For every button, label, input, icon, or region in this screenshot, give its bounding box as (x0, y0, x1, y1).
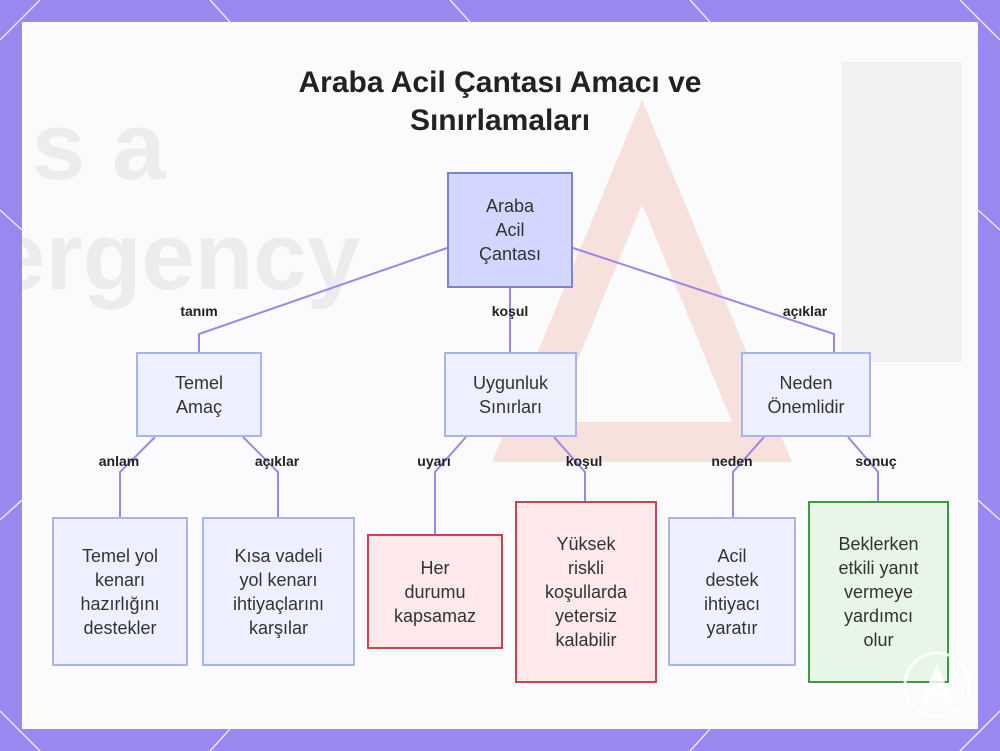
node-limits-b-line: kalabilir (555, 630, 617, 650)
node-purpose-b-line: karşılar (248, 617, 308, 638)
node-limits-line: Uygunluk (472, 372, 549, 393)
node-not-every-situation: Her durumu kapsamaz (367, 534, 503, 649)
node-root-line: Araba (485, 196, 535, 216)
node-importance-b-line: etkili yanıt (838, 558, 919, 578)
node-importance-a-line: ihtiyacı (703, 593, 761, 614)
node-limits-b-line: riskli (567, 558, 604, 578)
node-limits-a-line: kapsamaz (393, 605, 477, 626)
node-purpose-a-line: hazırlığını (80, 593, 160, 614)
title-line-2: Sınırlamaları (409, 104, 591, 137)
node-purpose-line: Amaç (175, 396, 222, 417)
node-limits-b-line: koşullarda (544, 582, 628, 602)
edge-label-limits-b: koşul (565, 453, 603, 469)
node-car-emergency-kit: Araba Acil Çantası (447, 172, 573, 288)
warning-triangle-watermark (492, 62, 962, 462)
node-insufficient-high-risk: Yüksek riskli koşullarda yetersiz kalabi… (515, 501, 657, 683)
edge-label-root-limits: koşul (491, 303, 529, 319)
node-why-important: Neden Önemlidir (741, 352, 871, 437)
node-purpose-line: Temel (174, 372, 223, 393)
node-root-line: Acil (495, 220, 525, 240)
edge-purpose-a (119, 436, 156, 517)
node-purpose-a-line: kenarı (94, 569, 145, 590)
diagram-edges (119, 247, 879, 534)
node-short-term-needs: Kısa vadeli yol kenarı ihtiyaçlarını kar… (202, 517, 355, 666)
node-importance-line: Neden (779, 372, 833, 393)
title-line-1: Araba Acil Çantası Amacı ve (298, 66, 702, 99)
edge-root-importance (572, 247, 835, 352)
node-purpose-b-line: yol kenarı (239, 569, 318, 590)
node-limits-a-line: Her (420, 557, 450, 578)
background-watermark-line-2: ergency (22, 203, 361, 310)
node-purpose-b-line: ihtiyaçlarını (232, 593, 325, 614)
node-limits-b-line: Yüksek (556, 534, 616, 554)
edge-label-purpose-b: açıklar (254, 453, 300, 469)
node-root-line: Çantası (478, 244, 542, 264)
node-importance-line: Önemlidir (767, 396, 845, 417)
node-importance-b-line: yardımcı (843, 606, 913, 626)
node-purpose-a-line: destekler (83, 617, 157, 638)
page-title: Araba Acil Çantası Amacı ve Sınırlamalar… (22, 64, 978, 140)
edge-label-importance-b: sonuç (855, 453, 897, 469)
edge-limits-a (434, 436, 467, 534)
edge-root-purpose (198, 247, 448, 352)
node-helps-effective-response: Beklerken etkili yanıt vermeye yardımcı … (808, 501, 949, 683)
brand-logo-icon (903, 651, 971, 719)
node-purpose-b-line: Kısa vadeli (234, 545, 323, 566)
node-importance-a-line: yaratır (706, 617, 758, 638)
diagram-card: s a ergency Araba Acil Çantası Amacı ve … (22, 22, 978, 729)
node-creates-support-need: Acil destek ihtiyacı yaratır (668, 517, 796, 666)
edge-importance-a (732, 436, 765, 517)
background-watermark-line-1: s a (32, 93, 166, 200)
node-suitability-limits: Uygunluk Sınırları (444, 352, 577, 437)
node-limits-line: Sınırları (478, 396, 542, 417)
node-limits-a-line: durumu (404, 581, 466, 602)
node-importance-a-line: Acil (717, 545, 747, 566)
node-purpose-a-line: Temel yol (81, 545, 158, 566)
edge-label-root-purpose: tanım (180, 303, 218, 319)
edge-label-limits-a: uyarı (417, 453, 451, 469)
node-limits-b-line: yetersiz (554, 606, 617, 626)
edge-label-importance-a: neden (711, 453, 753, 469)
edge-importance-b (847, 436, 879, 501)
node-importance-b-line: olur (863, 630, 894, 650)
edge-limits-b (553, 436, 586, 501)
node-importance-b-line: Beklerken (838, 534, 919, 554)
edge-label-root-importance: açıklar (782, 303, 828, 319)
node-supports-roadside-readiness: Temel yol kenarı hazırlığını destekler (52, 517, 188, 666)
edge-purpose-b (242, 436, 279, 517)
edge-label-purpose-a: anlam (98, 453, 140, 469)
node-importance-a-line: destek (705, 569, 759, 590)
node-basic-purpose: Temel Amaç (136, 352, 262, 437)
node-importance-b-line: vermeye (843, 582, 913, 602)
